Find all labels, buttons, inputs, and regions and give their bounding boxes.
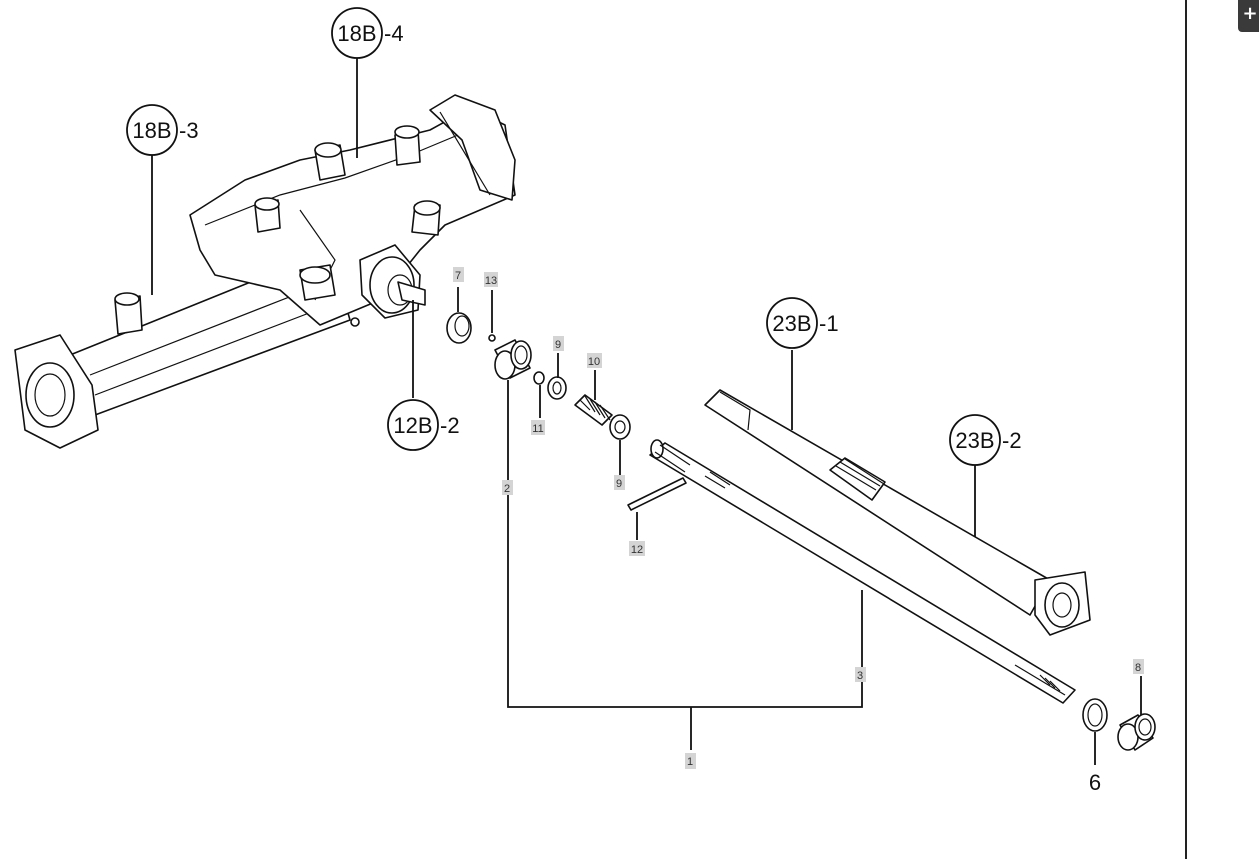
outer-tube-part [704,389,1091,636]
snap-ring-part [533,371,545,385]
ref-suffix-18b-4: -4 [384,21,404,46]
ref-suffix-23b-2: -2 [1002,428,1022,453]
seal-ring-part [446,312,472,344]
pin-part [627,477,687,511]
ref-code-23b-1: 23B [772,311,811,336]
bushing-part [494,339,532,380]
part-number-7: 7 [453,267,464,282]
part-number-2: 2 [502,480,513,495]
part-number-3: 3 [855,667,866,682]
svg-text:8: 8 [1135,662,1141,674]
part-number-9-lower: 9 [614,475,625,490]
part-number-11: 11 [531,420,545,435]
spring-part [574,394,613,426]
part-number-8: 8 [1133,659,1144,674]
drive-shaft-part [649,439,1076,704]
ref-callout-23b-1: 23B -1 [766,297,839,349]
svg-text:7: 7 [455,270,461,282]
leader-lines [151,58,1142,765]
ref-code-18b-3: 18B [132,118,171,143]
ref-code-12b-2: 12B [393,413,432,438]
svg-text:2: 2 [504,483,510,495]
ref-callout-18b-3: 18B -3 [126,104,199,156]
exploded-parts-diagram: 18B -4 18B -3 12B -2 23B -1 23B -2 7 13 … [14,7,1156,795]
ref-callout-12b-2: 12B -2 [387,399,460,451]
ref-code-18b-4: 18B [337,21,376,46]
axle-housing [14,94,516,449]
svg-text:1: 1 [687,756,693,768]
zoom-in-button[interactable]: + [1238,0,1259,32]
oring-small-part [488,334,496,342]
part-number-1: 1 [685,753,696,769]
svg-text:10: 10 [588,356,600,368]
part-number-9-upper: 9 [553,336,564,351]
ref-code-23b-2: 23B [955,428,994,453]
ref-callout-18b-4: 18B -4 [331,7,404,59]
ref-suffix-12b-2: -2 [440,413,460,438]
part-number-13: 13 [484,272,498,287]
part-number-12: 12 [629,541,645,556]
svg-text:12: 12 [631,544,643,556]
panel-divider [1185,0,1187,859]
washer-b-part [609,414,631,440]
washer-a-part [547,376,567,400]
svg-text:9: 9 [555,339,561,351]
ref-callout-23b-2: 23B -2 [949,414,1022,466]
svg-text:11: 11 [532,423,543,435]
svg-text:9: 9 [616,478,622,490]
end-bearing-part [1117,713,1156,751]
svg-text:13: 13 [485,275,497,287]
ref-suffix-18b-3: -3 [179,118,199,143]
part-number-10: 10 [587,353,602,368]
svg-text:3: 3 [857,670,863,682]
circlip-part [1082,698,1108,732]
ref-suffix-23b-1: -1 [819,311,839,336]
part-number-6: 6 [1089,770,1101,795]
